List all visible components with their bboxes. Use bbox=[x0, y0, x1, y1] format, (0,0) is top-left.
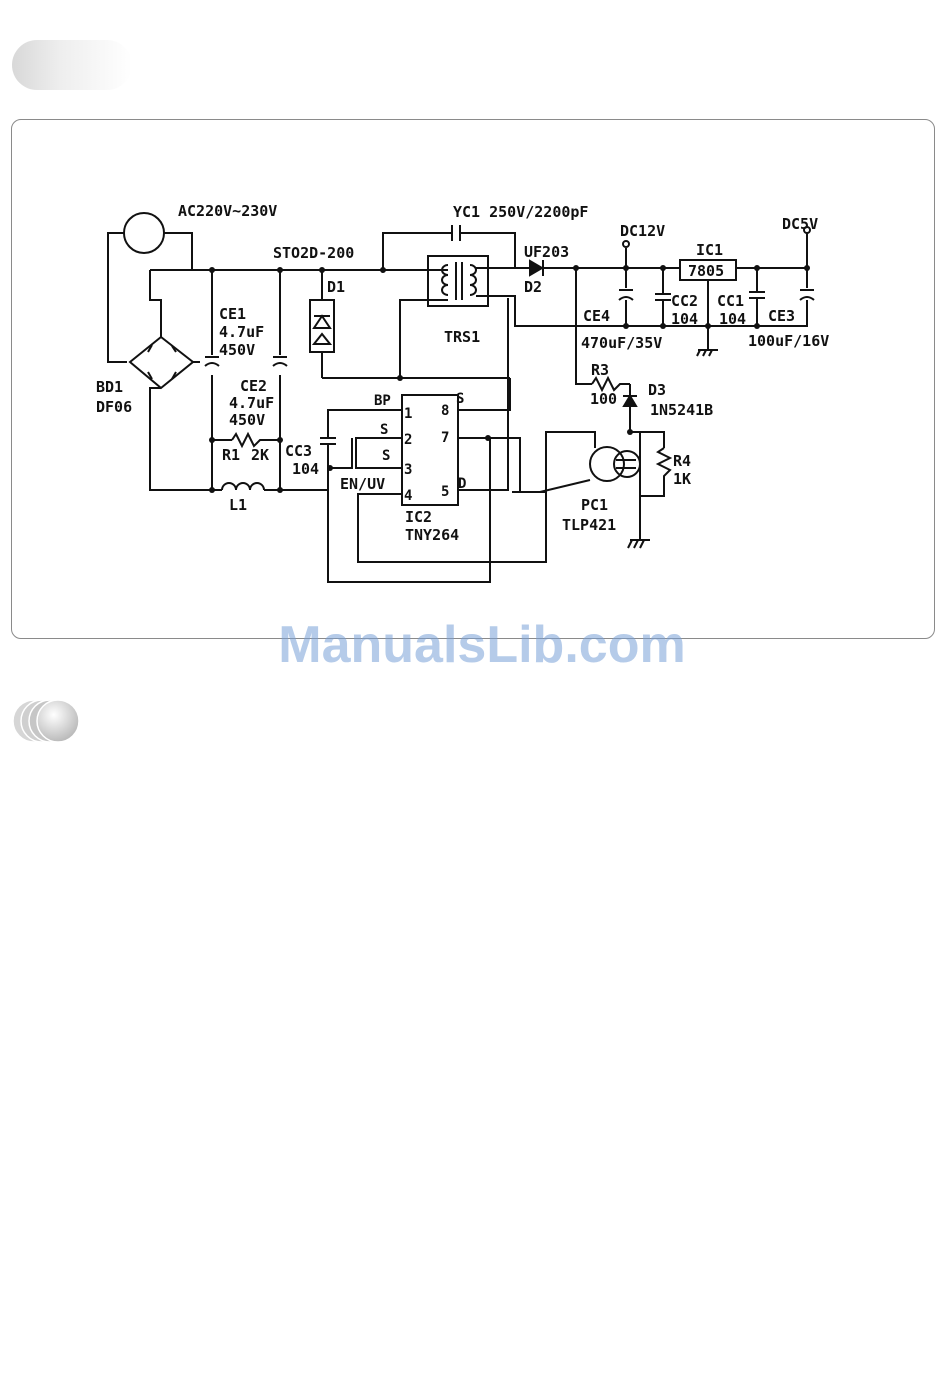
pin-8-label: 8 bbox=[441, 403, 449, 419]
cc2-label: CC2 bbox=[671, 292, 698, 310]
trs1-core bbox=[428, 256, 488, 306]
section-bubbles-icon bbox=[12, 698, 82, 744]
pin-s1-label: S bbox=[380, 422, 388, 438]
pc1-phototransistor bbox=[590, 447, 624, 481]
power-supply-schematic: AC220V~230V YC1 250V/2200pF STO2D-200 UF… bbox=[0, 0, 950, 700]
tlp421-label: TLP421 bbox=[562, 516, 616, 534]
r3-value: 100 bbox=[590, 390, 617, 408]
df06-label: DF06 bbox=[96, 398, 132, 416]
pin-d-label: D bbox=[458, 476, 466, 492]
ac-source-label: AC220V~230V bbox=[178, 202, 277, 220]
yc1-label: YC1 250V/2200pF bbox=[453, 203, 588, 221]
ac-source-symbol bbox=[124, 213, 164, 253]
cc1-value: 104 bbox=[719, 310, 746, 328]
cc3-value: 104 bbox=[292, 460, 319, 478]
ce2-value: 4.7uF bbox=[229, 394, 274, 412]
ce1-label: CE1 bbox=[219, 305, 246, 323]
ce4-label: CE4 bbox=[583, 307, 610, 325]
pin-1-label: 1 bbox=[404, 406, 412, 422]
dc5v-label: DC5V bbox=[782, 215, 818, 233]
uf203-label: UF203 bbox=[524, 243, 569, 261]
r3-label: R3 bbox=[591, 361, 609, 379]
cc2-value: 104 bbox=[671, 310, 698, 328]
r4-label: R4 bbox=[673, 452, 691, 470]
ce1-voltage: 450V bbox=[219, 341, 255, 359]
ce2-voltage: 450V bbox=[229, 411, 265, 429]
pin-7-label: 7 bbox=[441, 430, 449, 446]
pc1-label: PC1 bbox=[581, 496, 608, 514]
pin-5-label: 5 bbox=[441, 484, 449, 500]
d2-label: D2 bbox=[524, 278, 542, 296]
en-uv-label: EN/UV bbox=[340, 475, 385, 493]
r1-value: 2K bbox=[251, 446, 269, 464]
cc1-label: CC1 bbox=[717, 292, 744, 310]
dc12v-label: DC12V bbox=[620, 222, 665, 240]
reg7805-label: 7805 bbox=[688, 262, 724, 280]
pin-s2-label: S bbox=[382, 448, 390, 464]
cc3-label: CC3 bbox=[285, 442, 312, 460]
r1-label: R1 bbox=[222, 446, 240, 464]
d3-part: 1N5241B bbox=[650, 401, 713, 419]
ce1-value: 4.7uF bbox=[219, 323, 264, 341]
tny264-label: TNY264 bbox=[405, 526, 459, 544]
ic1-label: IC1 bbox=[696, 241, 723, 259]
ce4-value: 470uF/35V bbox=[581, 334, 662, 352]
trs1-label: TRS1 bbox=[444, 328, 480, 346]
bridge-rectifier-symbol bbox=[130, 337, 193, 388]
watermark-text: ManualsLib.com bbox=[0, 615, 950, 675]
pin-bp-label: BP bbox=[374, 393, 391, 409]
pin-2-label: 2 bbox=[404, 432, 412, 448]
bd1-label: BD1 bbox=[96, 378, 123, 396]
ce3-label: CE3 bbox=[768, 307, 795, 325]
l1-label: L1 bbox=[229, 496, 247, 514]
ic2-label: IC2 bbox=[405, 508, 432, 526]
ce2-label: CE2 bbox=[240, 377, 267, 395]
ce3-value: 100uF/16V bbox=[748, 332, 829, 350]
pin-4-label: 4 bbox=[404, 488, 412, 504]
d3-label: D3 bbox=[648, 381, 666, 399]
pin-s3-label: S bbox=[456, 391, 464, 407]
r4-value: 1K bbox=[673, 470, 691, 488]
pin-3-label: 3 bbox=[404, 462, 412, 478]
d1-label: D1 bbox=[327, 278, 345, 296]
thermistor-label: STO2D-200 bbox=[273, 244, 354, 262]
